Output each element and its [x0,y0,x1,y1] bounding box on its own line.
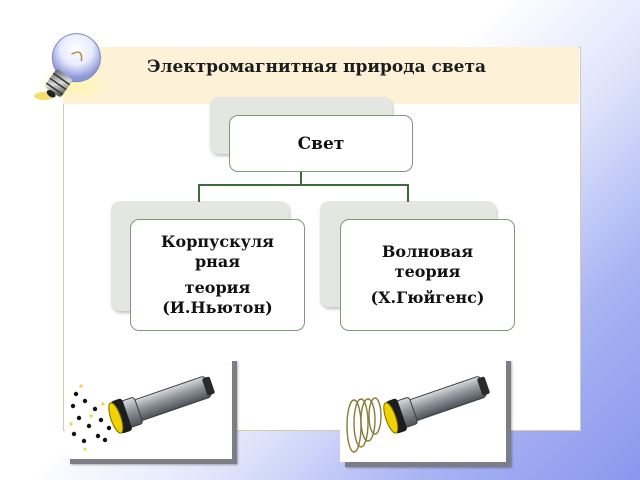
node-wave-theory: Волновая теория (Х.Гюйгенс) [340,219,515,331]
node-line: Корпускуля [160,232,274,251]
root-node-label: Свет [297,133,345,154]
flashlight-particles-illustration [65,356,232,459]
node-line: Волновая [381,242,474,261]
slide-title: Электромагнитная природа света [147,57,487,77]
flashlight-waves-illustration [340,356,506,462]
node-corpuscular-theory: Корпускуля рная теория (И.Ньютон) [130,219,305,331]
node-line: теория [184,278,251,297]
node-line: рная [194,252,241,271]
flashlight-waves-icon [346,376,490,453]
light-bulb-icon [34,33,115,103]
flashlight-particles-icon [69,376,215,451]
node-line: теория [394,262,461,281]
node-line: (И.Ньютон) [162,298,273,317]
root-node-svet: Свет [229,115,413,172]
title-band [63,47,579,104]
node-line: (Х.Гюйгенс) [370,288,485,307]
